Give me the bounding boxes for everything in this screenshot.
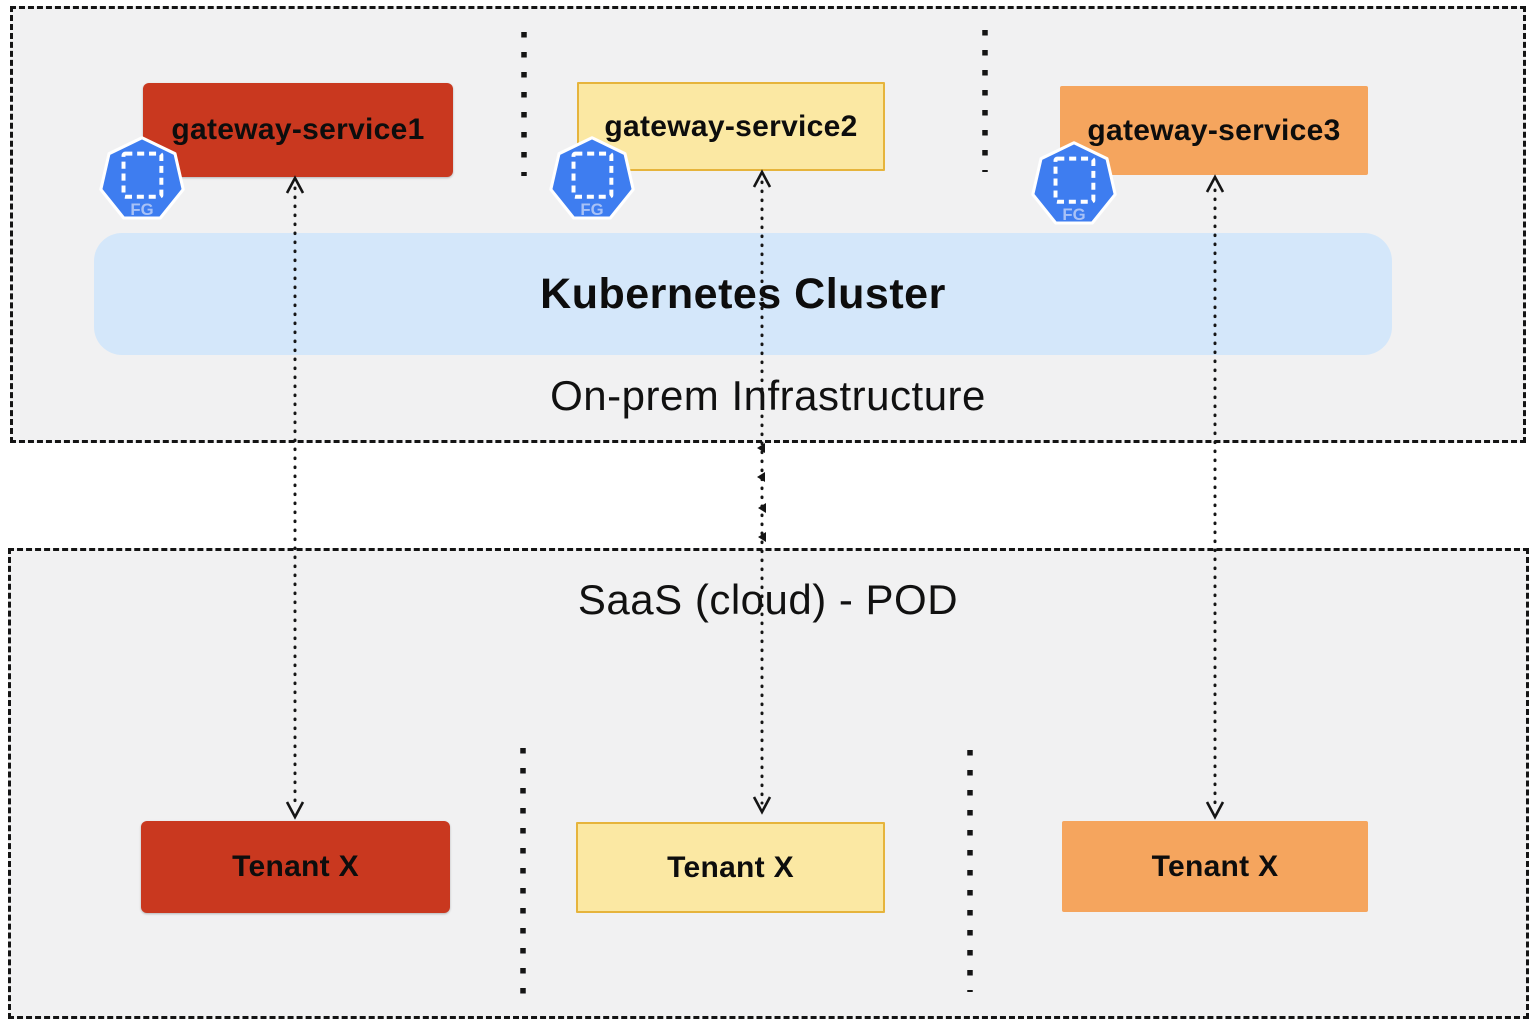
mid-arrow-mark bbox=[757, 472, 765, 482]
mid-arrow-mark bbox=[757, 443, 765, 453]
tenant-box-yellow: Tenant X bbox=[576, 822, 885, 913]
gateway-service3-box: gateway-service3 bbox=[1060, 86, 1368, 175]
tenant-box-orange: Tenant X bbox=[1062, 821, 1368, 912]
fg-icon-label: FG bbox=[130, 200, 153, 219]
tenant-label-red: Tenant X bbox=[232, 850, 359, 883]
fg-heptagon-icon: FG bbox=[1031, 141, 1117, 225]
saas-zone-label: SaaS (cloud) - POD bbox=[577, 576, 959, 623]
tenant-label-yellow: Tenant X bbox=[667, 850, 794, 884]
mid-arrow-mark bbox=[758, 532, 766, 542]
fg-icon-label: FG bbox=[1062, 205, 1085, 224]
kubernetes-cluster-label: Kubernetes Cluster bbox=[540, 269, 946, 318]
fg-heptagon-icon: FG bbox=[99, 136, 185, 220]
gateway-service2-box: gateway-service2 bbox=[577, 82, 885, 171]
onprem-zone bbox=[10, 6, 1526, 443]
kubernetes-cluster-band: Kubernetes Cluster bbox=[94, 233, 1392, 355]
mid-arrow-mark bbox=[758, 503, 766, 513]
gateway-service3-label: gateway-service3 bbox=[1087, 113, 1341, 147]
dashed-square-glyph bbox=[121, 151, 164, 199]
dashed-square-glyph bbox=[571, 151, 614, 199]
gateway-service1-box: gateway-service1 bbox=[143, 83, 453, 177]
onprem-zone-label: On-prem Infrastructure bbox=[550, 372, 986, 419]
saas-zone bbox=[8, 548, 1529, 1019]
dashed-square-glyph bbox=[1053, 156, 1096, 204]
tenant-box-red: Tenant X bbox=[141, 821, 450, 913]
tenant-label-orange: Tenant X bbox=[1151, 849, 1279, 883]
fg-heptagon-icon: FG bbox=[549, 136, 635, 220]
fg-icon-label: FG bbox=[580, 200, 603, 219]
gateway-service2-label: gateway-service2 bbox=[604, 109, 858, 143]
gateway-service1-label: gateway-service1 bbox=[171, 113, 425, 146]
